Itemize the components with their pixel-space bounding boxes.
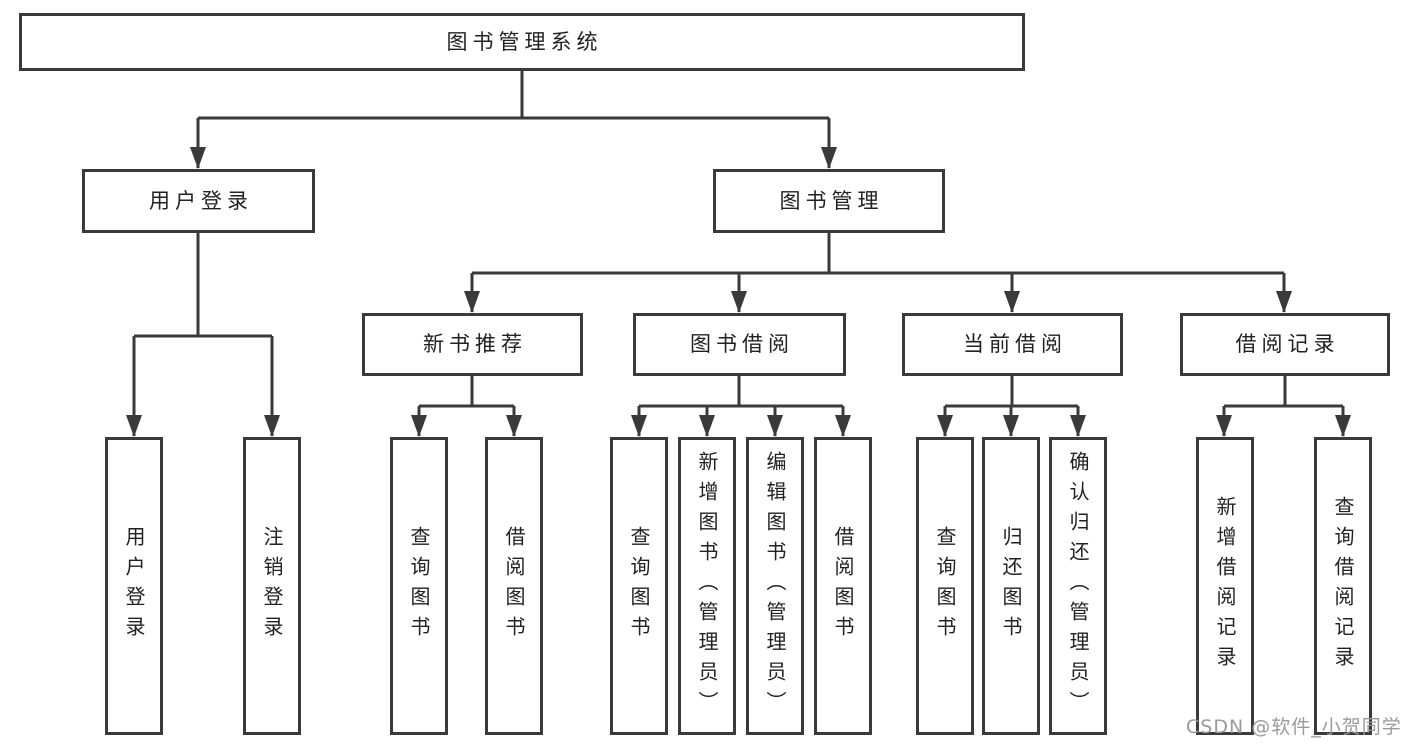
leaf-borrow-books: 借阅图书 xyxy=(814,437,872,735)
leaf-query-borrow-record: 查询借阅记录 xyxy=(1314,437,1372,735)
leaf-return-book: 归还图书 xyxy=(982,437,1040,735)
leaf-query-books-borrow: 查询图书 xyxy=(610,437,668,735)
node-new-book-recommend: 新书推荐 xyxy=(362,313,583,376)
node-book-borrow: 图书借阅 xyxy=(633,313,846,376)
leaf-add-book-admin: 新增图书（管理员） xyxy=(678,437,736,735)
leaf-borrow-books-recommend: 借阅图书 xyxy=(485,437,543,735)
leaf-user-login: 用户登录 xyxy=(105,437,163,735)
csdn-watermark: CSDN @软件_小贺同学 xyxy=(1186,716,1402,738)
leaf-query-books-recommend: 查询图书 xyxy=(390,437,448,735)
node-book-management: 图书管理 xyxy=(713,169,945,233)
leaf-logout: 注销登录 xyxy=(243,437,301,735)
leaf-add-borrow-record: 新增借阅记录 xyxy=(1196,437,1254,735)
leaf-edit-book-admin: 编辑图书（管理员） xyxy=(746,437,804,735)
leaf-confirm-return-admin: 确认归还（管理员） xyxy=(1049,437,1107,735)
node-user-login: 用户登录 xyxy=(82,169,315,233)
node-borrow-records: 借阅记录 xyxy=(1180,313,1390,376)
leaf-query-books-current: 查询图书 xyxy=(916,437,974,735)
node-current-borrow: 当前借阅 xyxy=(902,313,1123,376)
node-book-management-system: 图书管理系统 xyxy=(19,13,1025,71)
